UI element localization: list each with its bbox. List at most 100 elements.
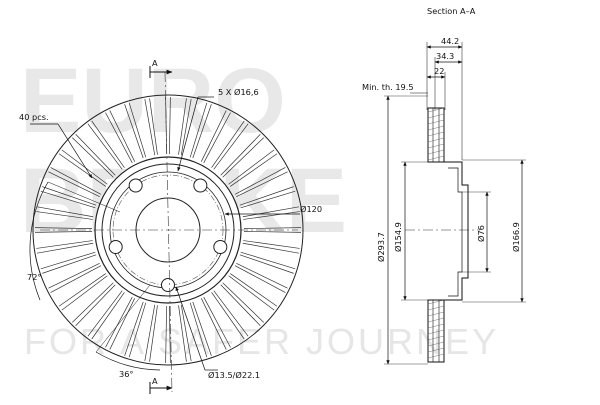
vent-line — [58, 153, 106, 187]
vent-line — [169, 97, 171, 155]
hatch-line — [427, 107, 445, 113]
hatch-line — [427, 149, 445, 155]
vent-line — [149, 305, 158, 362]
hatch-line — [427, 143, 445, 149]
vent-line — [178, 98, 187, 155]
vent-line — [36, 211, 93, 220]
vent-line — [124, 104, 144, 159]
vent-line — [61, 149, 108, 185]
vent-count-leader — [57, 123, 93, 179]
center-hole-label: Ø13.5/Ø22.1 — [208, 370, 260, 380]
bolt-hole — [161, 278, 175, 292]
vent-line — [128, 302, 147, 358]
vent-line — [192, 301, 212, 356]
vent-line — [36, 242, 94, 254]
vent-line — [240, 190, 296, 209]
vent-count-label: 40 pcs. — [19, 112, 49, 122]
vent-line — [128, 102, 147, 158]
hatch-line — [427, 323, 445, 329]
bolt-holes-leader — [177, 96, 199, 172]
vent-line — [234, 265, 286, 293]
hatch-line — [427, 317, 445, 323]
vent-line — [222, 137, 264, 178]
vent-line — [234, 167, 286, 195]
bolt-hole — [108, 239, 123, 254]
section-marker-top-label: A — [152, 58, 158, 68]
vent-line — [243, 211, 300, 220]
vent-line — [220, 134, 261, 176]
vent-line — [75, 134, 116, 176]
dim-bore-diameter: Ø76 — [462, 191, 491, 273]
min-thickness-label: Min. th. 19.5 — [362, 82, 414, 92]
hatch-line — [427, 305, 445, 311]
hatch-line — [427, 335, 445, 341]
section-marker-bottom-label: A — [152, 376, 158, 386]
dim-outer-diameter: Ø293.7 — [376, 95, 428, 365]
vertical-centerline — [164, 71, 173, 393]
vent-line — [72, 282, 114, 323]
vent-line — [91, 292, 125, 340]
vent-line — [178, 305, 187, 362]
vent-line — [42, 254, 97, 274]
angle-72-arc — [29, 181, 49, 301]
bolt-hole — [128, 178, 143, 193]
hatch-line — [427, 341, 445, 347]
hatch-line — [427, 125, 445, 131]
section-marker-top: A — [149, 58, 173, 78]
section-view: Section A–A 44.2 34.3 22 Min. th. 19.5 — [362, 6, 526, 365]
vent-line — [230, 153, 278, 187]
hatch-line — [427, 329, 445, 335]
vent-line — [48, 171, 100, 198]
dim-bore-diameter-label: Ø76 — [476, 225, 486, 242]
vent-line — [40, 251, 96, 270]
hatch-line — [427, 299, 445, 305]
vent-line — [109, 110, 136, 162]
vent-ring — [35, 97, 301, 363]
vent-line — [228, 275, 275, 311]
vent-line — [109, 298, 136, 350]
hat-profile — [444, 161, 469, 301]
vent-line — [61, 275, 108, 311]
section-title: Section A–A — [427, 6, 476, 16]
hatch-line — [427, 311, 445, 317]
disc-outer-circle — [32, 94, 304, 366]
dim-total-height: 44.2 — [426, 36, 463, 49]
vent-line — [200, 298, 227, 350]
vent-line — [189, 302, 208, 358]
vent-line — [242, 206, 300, 218]
dim-outer-diameter-label: Ø293.7 — [376, 232, 386, 262]
bolt-hole — [193, 178, 208, 193]
vent-line — [58, 273, 106, 307]
vent-line — [240, 251, 296, 270]
dim-thickness: 22 — [426, 66, 446, 79]
dim-hat-height-label: 34.3 — [436, 51, 454, 61]
vent-line — [50, 167, 102, 195]
angle-72-label: 72° — [27, 272, 42, 282]
section-marker-bottom: A — [149, 376, 173, 394]
dim-hat-height: 34.3 — [434, 51, 463, 64]
vent-line — [42, 186, 97, 206]
vent-line — [203, 296, 231, 348]
watermark-brand-line1: EURO — [20, 50, 286, 152]
vent-line — [124, 301, 144, 356]
vent-line — [243, 227, 301, 229]
vent-line — [40, 190, 96, 209]
vent-line — [236, 171, 288, 198]
vent-line — [72, 137, 114, 178]
bolt-holes-label: 5 X Ø16,6 — [218, 87, 259, 97]
vent-line — [192, 104, 212, 159]
vent-line — [105, 112, 133, 164]
dim-hat-diameter: Ø154.9 — [393, 161, 444, 301]
hatch-line — [427, 137, 445, 143]
vent-line — [180, 98, 192, 156]
vent-line — [228, 149, 275, 185]
vent-line — [203, 112, 231, 164]
vent-line — [144, 98, 156, 156]
vent-line — [211, 292, 245, 340]
vent-line — [75, 284, 116, 326]
vent-line — [36, 206, 94, 218]
dim-inner-diameter: Ø166.9 — [462, 159, 526, 303]
vent-line — [239, 186, 294, 206]
disc-cross-section — [427, 107, 469, 363]
